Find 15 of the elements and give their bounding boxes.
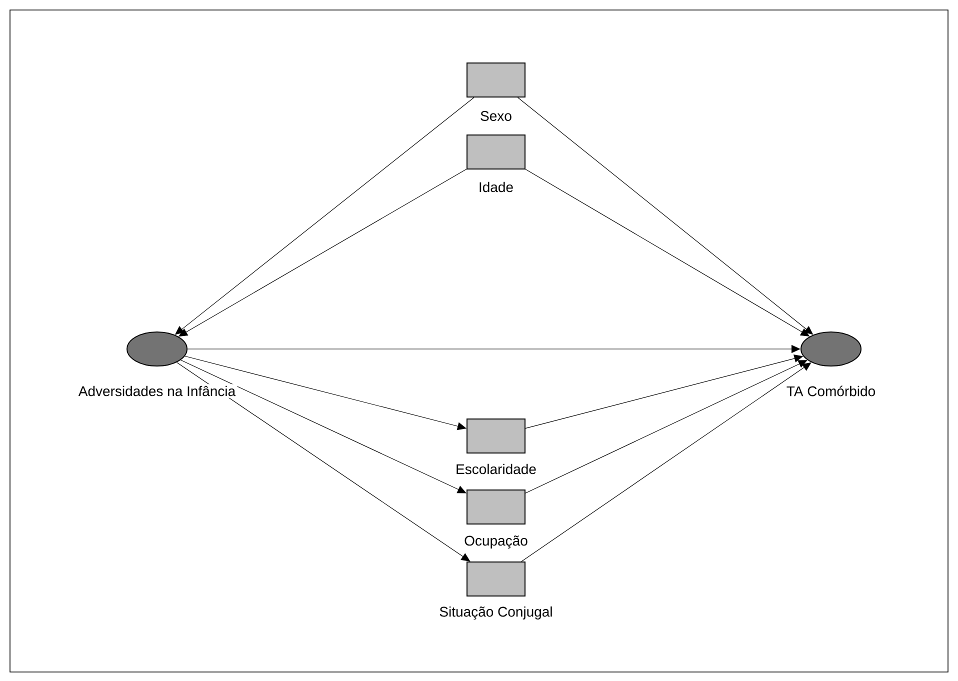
variable-box: Ocupação [464, 490, 528, 548]
arrow [180, 360, 466, 494]
variable-box: Idade [466, 134, 526, 192]
node-label: Sexo [480, 111, 512, 121]
variable-box: Sexo [466, 62, 526, 121]
node-label: Idade [480, 182, 513, 192]
node-label: Situação Conjugal [440, 606, 552, 620]
node-label: Adversidades na Infância [78, 386, 236, 396]
node-label: Escolaridade [456, 464, 536, 474]
node-label: TA Comórbido [786, 386, 876, 396]
node-label: Ocupação [464, 535, 528, 548]
arrow [525, 360, 808, 494]
arrow [184, 356, 466, 430]
variable-box: Escolaridade [456, 418, 536, 474]
variable-box: Situação Conjugal [440, 562, 552, 620]
